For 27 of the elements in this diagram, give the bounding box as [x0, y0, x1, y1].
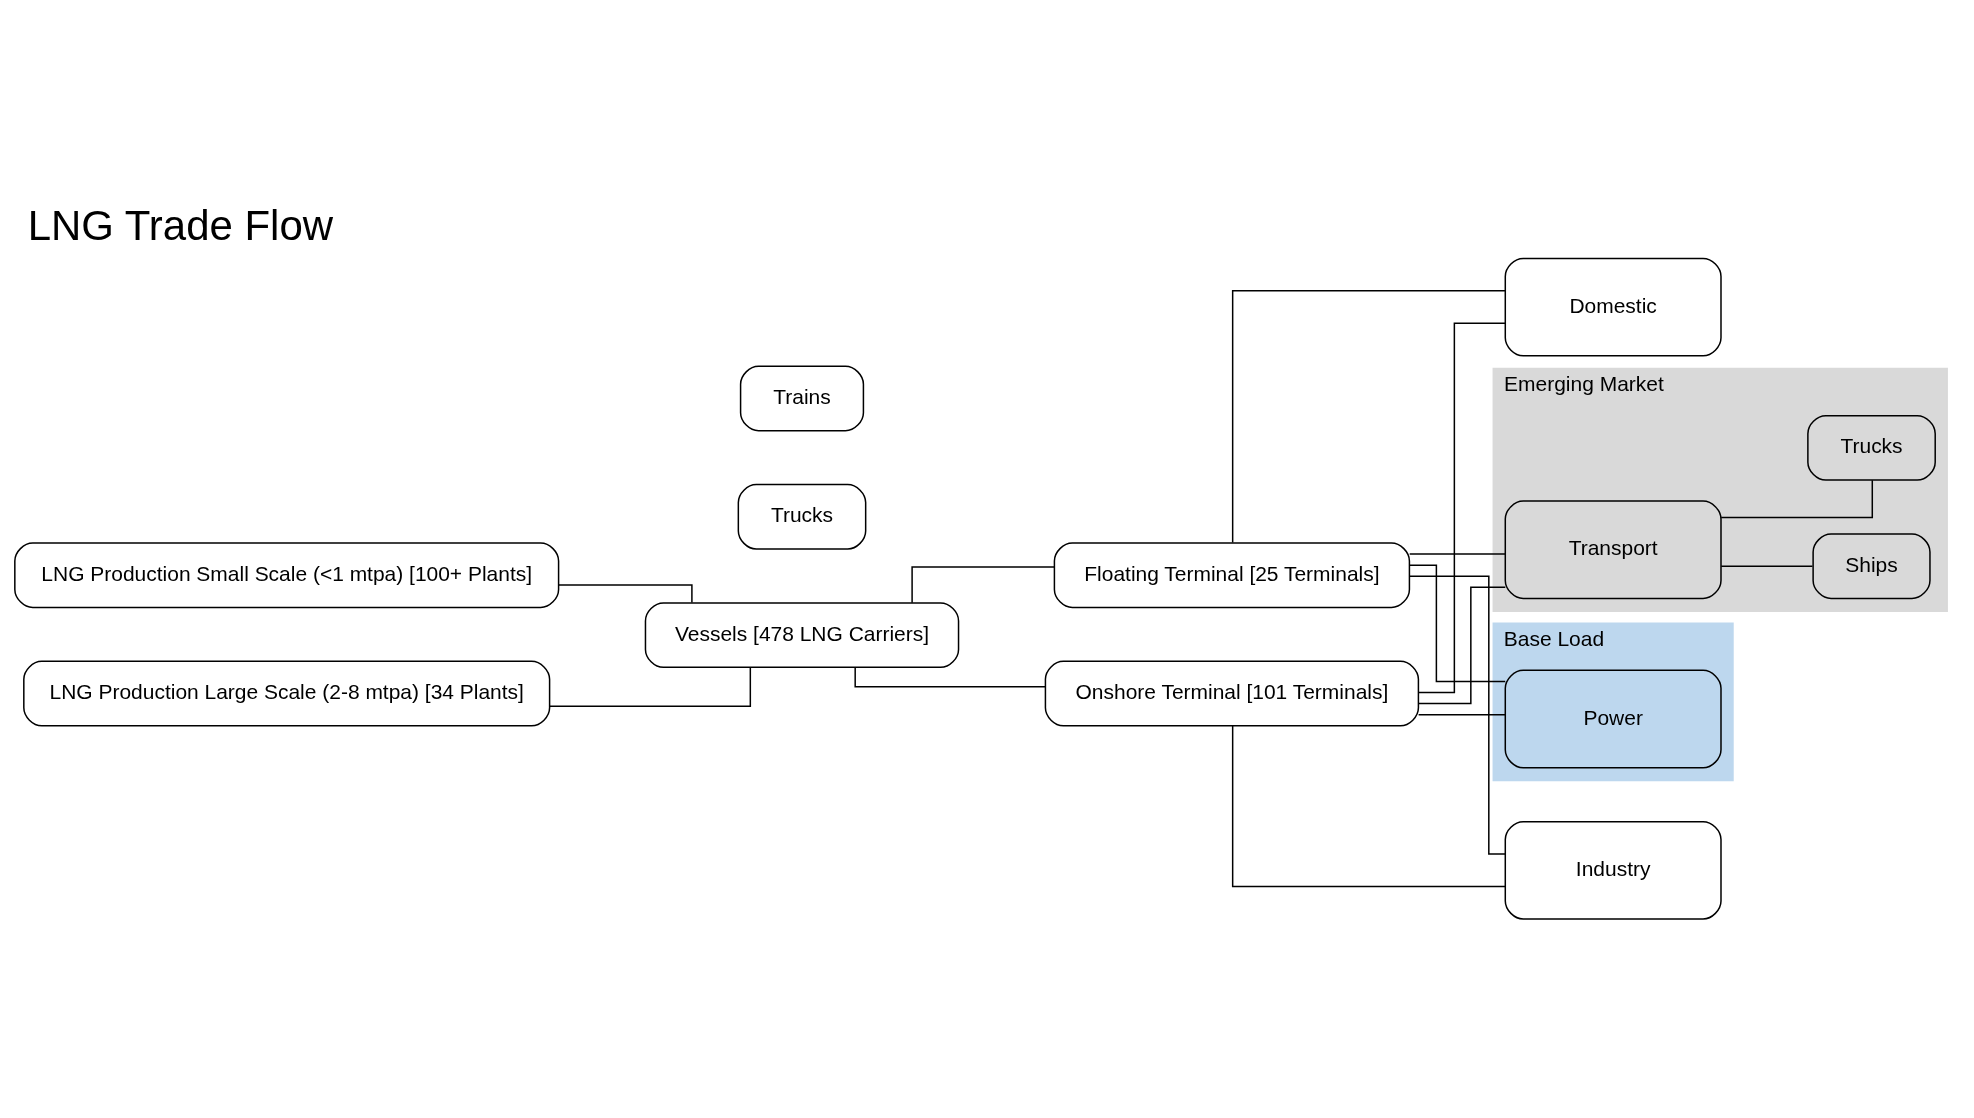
node-box: Trucks [737, 483, 867, 550]
node-box: Onshore Terminal [101 Terminals] [1044, 660, 1420, 726]
connector [1418, 586, 1507, 704]
node-box: Vessels [478 LNG Carriers] [644, 601, 960, 668]
node-box: LNG Production Large Scale (2-8 mtpa) [34 Plants] [23, 660, 551, 726]
diagram-title: LNG Trade Flow [27, 201, 334, 249]
node-box: Ships [1812, 532, 1931, 599]
connector [911, 565, 1055, 603]
connector [1417, 713, 1506, 715]
connector [557, 583, 693, 603]
connector [548, 666, 752, 707]
connector [1408, 563, 1506, 682]
node-box: Floating Terminal [25 Terminals] [1053, 541, 1411, 608]
connector [1231, 724, 1506, 887]
node-box: Power [1504, 669, 1722, 768]
connector [1231, 289, 1506, 543]
node-box: Trains [739, 365, 865, 431]
node-box: Trucks [1807, 414, 1936, 481]
node-box: LNG Production Small Scale (<1 mtpa) [100+ Plants] [14, 541, 560, 608]
connector [1417, 322, 1506, 693]
connector [1408, 552, 1506, 555]
connector [1720, 479, 1874, 518]
connector [1720, 565, 1814, 567]
connector [1408, 575, 1506, 855]
node-box: Industry [1504, 820, 1722, 920]
node-box: Domestic [1504, 257, 1722, 357]
node-box: Transport [1504, 499, 1722, 599]
